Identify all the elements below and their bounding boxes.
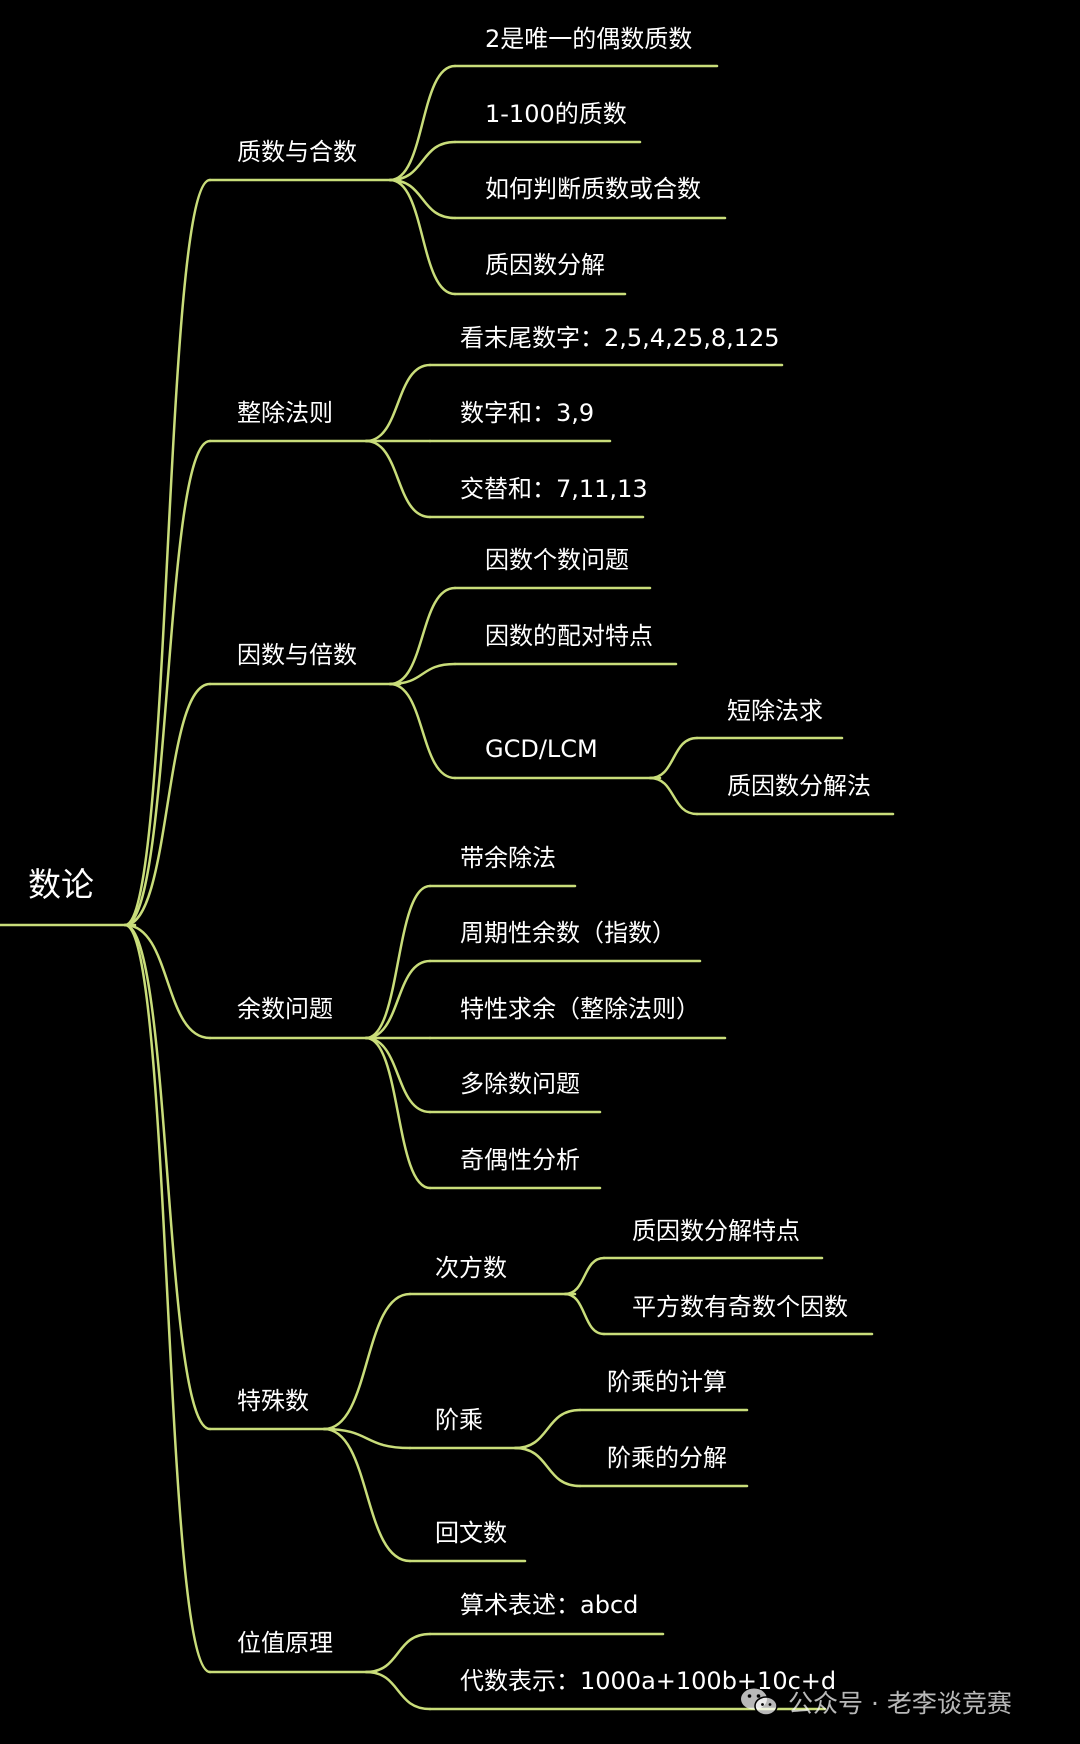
branch-link [123, 923, 212, 1674]
node-label-depth-1: 因数与倍数 [237, 641, 357, 669]
node-label-depth-2: 1-100的质数 [485, 100, 627, 128]
node-label-depth-2: 交替和：7,11,13 [460, 475, 648, 503]
node-label-depth-3: 质因数分解法 [727, 772, 871, 800]
node-label-depth-2: 如何判断质数或合数 [485, 175, 701, 203]
branch-link [364, 1670, 432, 1711]
node-label-depth-3: 阶乘的计算 [607, 1368, 727, 1396]
branch-link [388, 140, 457, 182]
branch-link [563, 1256, 606, 1296]
node-label-depth-2: 特性求余（整除法则） [460, 995, 700, 1023]
branch-link [123, 439, 212, 927]
node-label-depth-2: 奇偶性分析 [460, 1146, 580, 1174]
node-label-depth-1: 余数问题 [237, 995, 333, 1023]
branch-link [513, 1446, 582, 1488]
node-label-depth-2: 阶乘 [435, 1406, 483, 1434]
branch-link [388, 178, 457, 220]
branch-link [123, 923, 212, 1040]
branch-link [123, 178, 212, 927]
node-label-depth-2: 带余除法 [460, 844, 556, 872]
node-label-depth-3: 短除法求 [727, 697, 823, 725]
branch-link [364, 363, 432, 443]
node-label-depth-2: 算术表述：abcd [460, 1591, 639, 1619]
branch-link [648, 776, 699, 816]
node-label-depth-2: 数字和：3,9 [460, 399, 595, 427]
node-label-depth-3: 质因数分解特点 [632, 1217, 800, 1245]
node-label-depth-2: 质因数分解 [485, 251, 605, 279]
branch-link [364, 439, 432, 519]
node-label-depth-1: 质数与合数 [237, 138, 357, 166]
branch-link [388, 682, 457, 780]
node-label-depth-3: 平方数有奇数个因数 [632, 1293, 848, 1321]
node-label-depth-2: 因数的配对特点 [485, 622, 653, 650]
node-label-depth-2: 看末尾数字：2,5,4,25,8,125 [460, 324, 780, 352]
wechat-icon [741, 1688, 778, 1716]
node-label-depth-2: 2是唯一的偶数质数 [485, 25, 693, 53]
branch-link [364, 1036, 432, 1190]
watermark-text: 公众号 · 老李谈竞赛 [788, 1689, 1012, 1718]
node-label-depth-2: 因数个数问题 [485, 546, 629, 574]
root-node-label: 数论 [28, 865, 94, 904]
branch-link [364, 1036, 432, 1114]
branch-link [322, 1427, 412, 1563]
node-label-depth-2: 周期性余数（指数） [460, 919, 676, 947]
branch-link [513, 1408, 582, 1450]
node-label-depth-2: GCD/LCM [485, 735, 598, 763]
branch-link [364, 884, 432, 1040]
branch-link [648, 736, 699, 780]
branch-link [563, 1292, 606, 1336]
branch-link [364, 959, 432, 1040]
node-label-depth-3: 阶乘的分解 [607, 1444, 727, 1472]
branch-link [388, 586, 457, 686]
branch-link [123, 682, 212, 927]
branch-link [322, 1427, 412, 1450]
branch-link [388, 178, 457, 296]
node-label-depth-2: 次方数 [435, 1254, 507, 1282]
watermark: 公众号 · 老李谈竞赛 [740, 1684, 1012, 1720]
node-label-depth-2: 回文数 [435, 1519, 507, 1547]
branch-link [322, 1292, 412, 1431]
node-label-depth-1: 位值原理 [237, 1629, 333, 1657]
branch-link [388, 662, 457, 686]
node-label-depth-1: 特殊数 [237, 1387, 309, 1415]
branch-link [123, 923, 212, 1431]
node-label-depth-2: 代数表示：1000a+100b+10c+d [460, 1667, 837, 1695]
node-label-depth-1: 整除法则 [237, 399, 333, 427]
node-label-depth-2: 多除数问题 [460, 1070, 580, 1098]
branch-link [364, 1632, 432, 1674]
branch-link [388, 64, 457, 182]
